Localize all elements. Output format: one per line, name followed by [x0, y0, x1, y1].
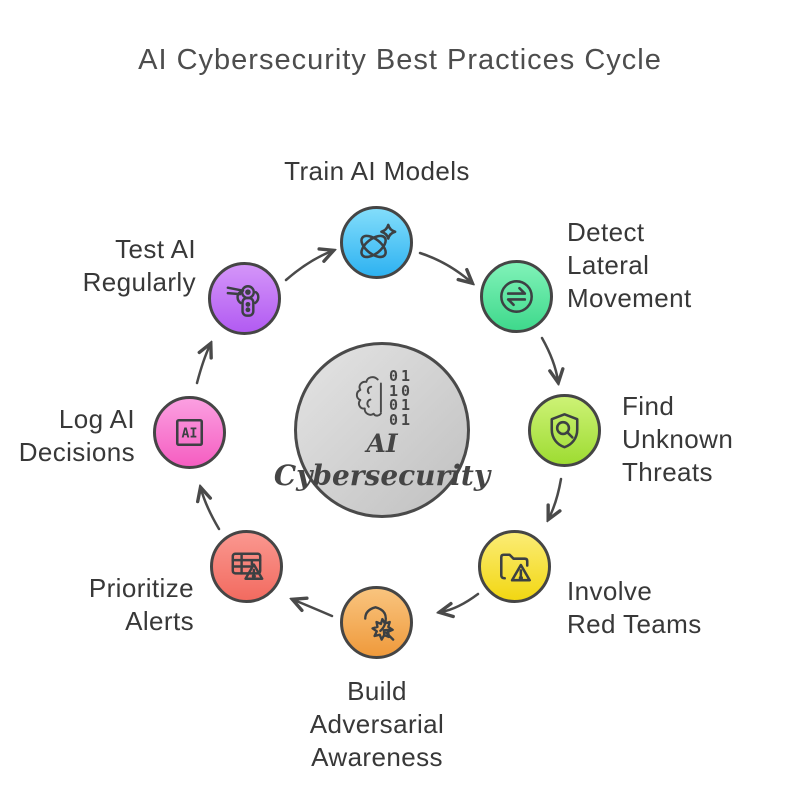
- node-test-ai-regularly: [208, 262, 281, 335]
- node-train-ai-models: [340, 206, 413, 279]
- label-test-ai-regularly: Test AI Regularly: [82, 234, 196, 297]
- center-label-ai: AI: [366, 429, 398, 458]
- node-log-ai-decisions: AI: [153, 396, 226, 469]
- arrow-build-to-prioritize: [294, 600, 334, 618]
- node-involve-red-teams: [478, 530, 551, 603]
- arrow-train-to-detect: [418, 251, 471, 282]
- binary-row: 01: [388, 367, 414, 385]
- arrow-log-to-test: [195, 345, 210, 385]
- table-alert-icon: [231, 552, 264, 580]
- node-find-unknown-threats: [528, 394, 601, 467]
- center-label-cybersecurity: Cybersecurity: [273, 459, 491, 492]
- arrow-prioritize-to-log: [201, 489, 221, 531]
- node-build-adversarial-awareness: [340, 586, 413, 659]
- orbit-sparkle-icon: [360, 223, 397, 259]
- binary-row: 01: [388, 410, 414, 429]
- label-build-adversarial-awareness: Build Adversarial Awareness: [309, 676, 445, 772]
- ai-box-icon: AI: [175, 418, 204, 447]
- node-prioritize-alerts: [210, 530, 283, 603]
- binary-row: 10: [388, 381, 414, 400]
- binary-digits: 01 10 01 01: [389, 369, 413, 427]
- shield-search-icon: [550, 413, 579, 449]
- transfer-arrows-icon: [500, 280, 533, 313]
- robot-arm-icon: [226, 285, 260, 317]
- folder-alert-icon: [500, 553, 531, 582]
- page-title: AI Cybersecurity Best Practices Cycle: [138, 44, 662, 76]
- shield-attack-icon: [364, 606, 395, 641]
- arrow-find-to-involve: [549, 477, 563, 518]
- label-involve-red-teams: Involve Red Teams: [567, 576, 702, 639]
- label-log-ai-decisions: Log AI Decisions: [18, 404, 135, 467]
- center-circle: 01 10 01 01 AI Cybersecurity: [274, 342, 490, 518]
- ai-box-text: AI: [182, 426, 198, 441]
- arrow-detect-to-find: [540, 336, 558, 381]
- brain-icon: [355, 376, 382, 417]
- arrow-test-to-train: [284, 251, 332, 282]
- label-detect-lateral-movement: Detect Lateral Movement: [567, 217, 692, 313]
- label-find-unknown-threats: Find Unknown Threats: [622, 391, 734, 487]
- label-prioritize-alerts: Prioritize Alerts: [88, 573, 194, 636]
- binary-row: 01: [388, 396, 414, 414]
- label-train-ai-models: Train AI Models: [284, 156, 470, 186]
- brain-binary-icon: 01 10 01 01: [351, 369, 413, 427]
- arrow-involve-to-build: [441, 592, 480, 612]
- node-detect-lateral-movement: [480, 260, 553, 333]
